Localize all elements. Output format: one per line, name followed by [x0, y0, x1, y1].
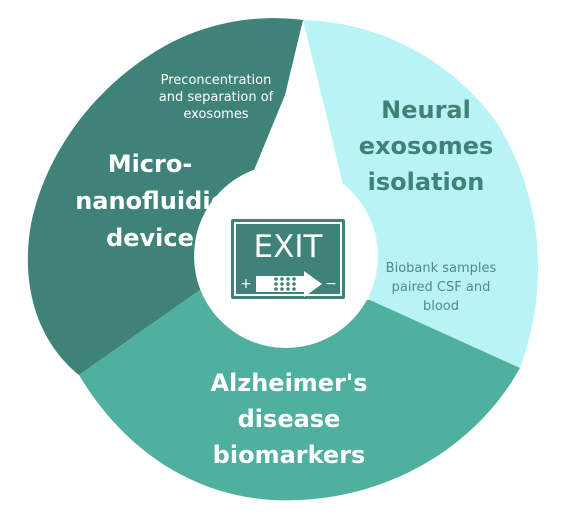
exosome-dot [274, 287, 278, 291]
isolation-title-line: isolation [368, 168, 485, 196]
isolation-title-line: exosomes [359, 132, 494, 160]
exit-minus-sign: − [325, 276, 337, 292]
device-title-line: nanofluidic [75, 187, 225, 215]
isolation-segment [303, 20, 539, 368]
device-title-line: device [106, 224, 194, 252]
exosome-dot [280, 277, 284, 281]
device-note-line: Preconcentration [161, 73, 272, 88]
biomarkers-segment [79, 290, 520, 501]
device-title-line: Micro- [108, 150, 193, 178]
isolation-note-line: paired CSF and [392, 280, 491, 295]
exosome-dot [286, 287, 290, 291]
exosome-dot [286, 277, 290, 281]
isolation-title-line: Neural [381, 96, 471, 124]
exit-sign: EXIT + − [231, 219, 345, 299]
exit-sign-frame [234, 222, 342, 296]
exit-sign-label: EXIT [254, 229, 324, 265]
device-note-line: and separation of [159, 90, 274, 105]
exosome-dot [292, 277, 296, 281]
exit-plus-sign: + [240, 276, 252, 292]
device-segment [27, 18, 304, 375]
exosome-dot [292, 282, 296, 286]
device-note-line: exosomes [183, 107, 248, 122]
isolation-note-line: blood [423, 299, 459, 314]
isolation-note-line: Biobank samples [386, 261, 497, 276]
arrow-shaft [256, 276, 304, 292]
exosome-dot [274, 277, 278, 281]
exosome-dot [286, 282, 290, 286]
biomarkers-title-line: biomarkers [213, 441, 366, 469]
arrow-head [304, 271, 322, 297]
exosome-dot [280, 287, 284, 291]
exosome-dot [274, 282, 278, 286]
exosome-dots [274, 277, 296, 291]
exosome-dot [280, 282, 284, 286]
exosome-dot [292, 287, 296, 291]
exosome-arrow-icon [256, 271, 322, 297]
biomarkers-title-line: Alzheimer's [210, 369, 367, 397]
biomarkers-title-line: disease [238, 405, 341, 433]
